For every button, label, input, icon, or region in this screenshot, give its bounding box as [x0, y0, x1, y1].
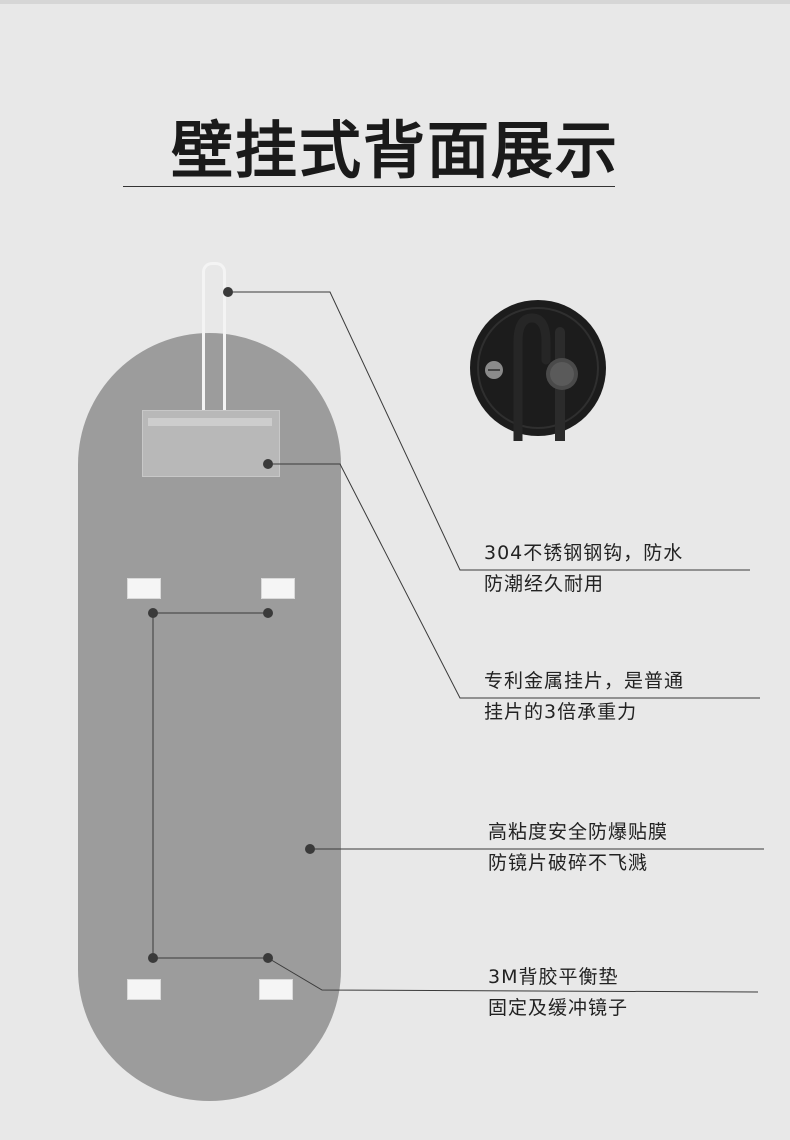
leader-line-pad [267, 957, 759, 993]
dot-pad-top-right [263, 608, 273, 618]
callout-hook-line1: 304不锈钢钢钩，防水 [484, 542, 684, 564]
callout-hook: 304不锈钢钢钩，防水 防潮经久耐用 [484, 538, 683, 600]
leader-line-hook [228, 291, 750, 571]
hook-base-disc [470, 300, 606, 436]
steel-hook [202, 262, 226, 425]
pad-link-left [152, 613, 268, 959]
dot-pad-bottom-right [263, 953, 273, 963]
balance-pad-bottom-right [259, 979, 293, 1000]
leader-line-plate [268, 463, 760, 699]
callout-film-line1: 高粘度安全防爆贴膜 [488, 821, 669, 843]
dot-plate [263, 459, 273, 469]
callout-film: 高粘度安全防爆贴膜 防镜片破碎不飞溅 [488, 817, 668, 879]
callout-film-line2: 防镜片破碎不飞溅 [488, 852, 649, 874]
callout-hook-line2: 防潮经久耐用 [484, 573, 605, 595]
callout-pad: 3M背胶平衡垫 固定及缓冲镜子 [488, 962, 628, 1024]
dot-pad-bottom-left [148, 953, 158, 963]
callout-plate: 专利金属挂片，是普通 挂片的3倍承重力 [484, 666, 684, 728]
dot-pad-top-left [148, 608, 158, 618]
callout-pad-line2: 固定及缓冲镜子 [488, 997, 629, 1019]
dot-hook [223, 287, 233, 297]
top-strip [0, 0, 790, 4]
page-title: 壁挂式背面展示 [170, 114, 619, 187]
title-underline [123, 186, 615, 187]
balance-pad-bottom-left [127, 979, 161, 1000]
callout-plate-line1: 专利金属挂片，是普通 [484, 670, 685, 692]
balance-pad-top-right [261, 578, 295, 599]
hook-rod [513, 313, 551, 441]
plate-slot [148, 418, 272, 426]
hook-detail-image [470, 300, 606, 441]
callout-pad-line1: 3M背胶平衡垫 [488, 966, 619, 988]
balance-pad-top-left [127, 578, 161, 599]
dot-film [305, 844, 315, 854]
callout-plate-line2: 挂片的3倍承重力 [484, 701, 638, 723]
